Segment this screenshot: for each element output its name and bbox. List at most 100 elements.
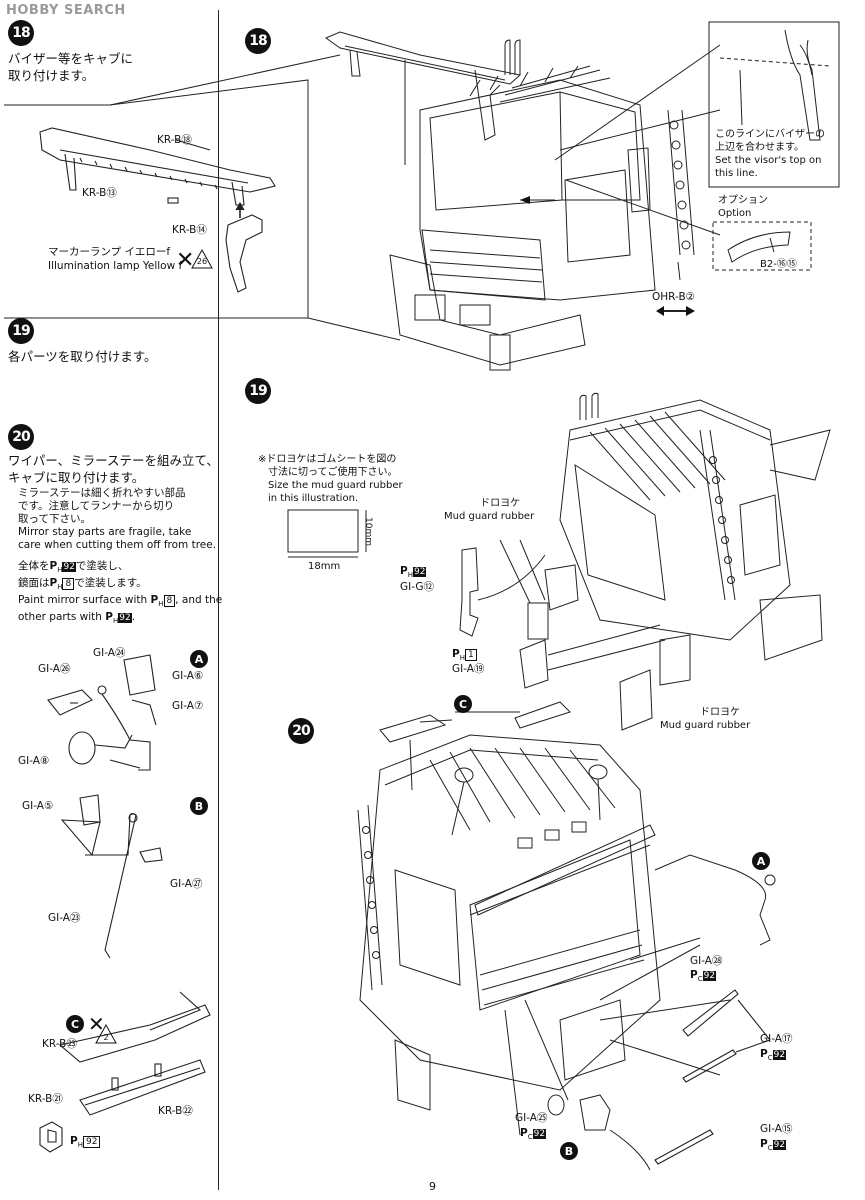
marker-count: 26 <box>196 257 208 266</box>
mud-label-top-en: Mud guard rubber <box>444 511 535 522</box>
step18-truck <box>324 31 721 371</box>
mud-guard-size-box <box>287 509 359 553</box>
visor-note: このラインにバイザーの 上辺を合わせます。 Set the visor's to… <box>715 128 825 180</box>
mud-note-jp1: ※ドロヨケはゴムシートを図の <box>258 454 397 465</box>
visor-note-en2: this line. <box>715 168 758 179</box>
label-gia19: GI-A⑲ <box>452 663 485 675</box>
mud-label-bottom: ドロヨケ Mud guard rubber <box>660 706 750 732</box>
wiper-parts <box>654 989 771 1165</box>
visor-krb18 <box>39 127 276 206</box>
callout-a-left: A <box>190 650 208 668</box>
paint-gia28: PC92 <box>690 969 717 984</box>
cross-icon: ✕ <box>176 248 195 273</box>
paint-line4: other parts with PH92. <box>18 611 136 626</box>
visor-note-jp1: このラインにバイザーの <box>715 129 825 140</box>
warn-en2: care when cutting them off from tree. <box>18 539 217 551</box>
x2-count: 2 <box>103 1033 109 1042</box>
step20-cab <box>357 701 776 1136</box>
step-18-line1: バイザー等をキャブに <box>8 51 134 66</box>
marker-lamp-jp: マーカーランプ イエローf <box>48 246 171 258</box>
label-gia25: GI-A㉕ <box>515 1112 548 1124</box>
dim-width: 18mm <box>308 561 341 572</box>
marker-lamp-en: Illumination lamp Yellow f <box>48 260 183 272</box>
option-box <box>712 221 812 271</box>
label-gia6: GI-A⑥ <box>172 670 204 682</box>
step-18-badge: 18 <box>8 20 34 46</box>
part-gia19 <box>519 639 549 689</box>
option-part-label: B2-⑯⑮ <box>760 259 797 270</box>
option-label: オプション Option <box>718 194 768 220</box>
column-divider <box>218 10 219 1190</box>
callout-b-right: B <box>560 1142 578 1160</box>
watermark: HOBBY SEARCH <box>6 3 126 18</box>
label-krb18: KR-B⑱ <box>157 134 192 146</box>
mirror-assembly-a <box>47 654 157 771</box>
step-20-warning: ミラーステーは細く折れやすい部品 です。注意してランナーから切り 取って下さい。… <box>18 487 216 552</box>
callout-a-right: A <box>752 852 770 870</box>
label-gia7: GI-A⑦ <box>172 700 204 712</box>
label-krb22: KR-B㉒ <box>158 1105 193 1117</box>
part-krb14 <box>225 201 263 293</box>
cross-icon-c: ✕ <box>88 1012 105 1036</box>
step-20-instruction: ワイパー、ミラーステーを組み立て、 キャブに取り付けます。 <box>8 452 219 486</box>
mud-note-en2: in this illustration. <box>268 493 359 504</box>
warn-jp2: です。注意してランナーから切り <box>18 500 175 512</box>
mud-note-en1: Size the mud guard rubber <box>268 480 403 491</box>
step-20-right-badge: 20 <box>288 718 314 744</box>
visor-note-en1: Set the visor's top on <box>715 155 822 166</box>
label-gia8: GI-A⑧ <box>18 755 50 767</box>
warn-jp3: 取って下さい。 <box>18 513 91 525</box>
mud-note-jp2: 寸法に切ってご使用下さい。 <box>268 467 398 478</box>
warn-en1: Mirror stay parts are fragile, take <box>18 526 192 538</box>
option-en: Option <box>718 208 752 219</box>
visor-note-jp2: 上辺を合わせます。 <box>715 142 804 153</box>
step-19-instruction: 各パーツを取り付けます。 <box>8 349 157 364</box>
callout-c-right: C <box>454 695 472 713</box>
dim-height: 10mm <box>363 517 373 546</box>
mud-label-bottom-en: Mud guard rubber <box>660 720 751 731</box>
part-gia25 <box>547 1094 565 1116</box>
roof-light-assembly-c <box>39 991 211 1153</box>
label-gia23: GI-A㉓ <box>48 912 81 924</box>
step18-part-box <box>4 54 401 341</box>
label-gig12: GI-G⑫ <box>400 581 435 593</box>
page-number: 9 <box>429 1180 436 1193</box>
warn-jp1: ミラーステーは細く折れやすい部品 <box>18 487 186 499</box>
mud-label-top-jp: ドロヨケ <box>480 498 521 509</box>
label-krb21: KR-B㉑ <box>28 1093 63 1105</box>
label-gia17: GI-A⑰ <box>760 1033 793 1045</box>
mirror-b <box>579 1094 611 1131</box>
step-18-right-badge: 18 <box>245 28 271 54</box>
step19-cab <box>544 392 831 686</box>
label-gia26: GI-A㉖ <box>38 663 71 675</box>
mud-guard-sheet-1 <box>527 602 549 640</box>
mirror-assembly-b <box>60 794 163 959</box>
step-19-right-badge: 19 <box>245 378 271 404</box>
label-krb14: KR-B⑭ <box>172 224 207 236</box>
mud-guard-sheet-2 <box>619 669 653 731</box>
mud-label-bottom-jp: ドロヨケ <box>700 707 740 718</box>
step-20-badge: 20 <box>8 424 34 450</box>
callout-c-left: C <box>66 1015 84 1033</box>
paint-gia15: PC92 <box>760 1138 787 1153</box>
step-20-line1: ワイパー、ミラーステーを組み立て、 <box>8 453 219 468</box>
ohr-part-label: OHR-B② <box>652 291 696 303</box>
paint-line1: 全体をPH92で塗装し、 <box>18 560 129 575</box>
paint-gia25: PC92 <box>520 1127 547 1142</box>
label-gia27: GI-A㉗ <box>170 878 203 890</box>
callout-b-left: B <box>190 797 208 815</box>
step-18-instruction: バイザー等をキャブに 取り付けます。 <box>8 50 133 84</box>
paint-gia17: PC92 <box>760 1048 787 1063</box>
label-krb23: KR-B㉓ <box>42 1038 77 1050</box>
paint-ph92-gig: PH92 <box>400 565 427 580</box>
label-gia24: GI-A㉔ <box>93 647 126 659</box>
step-20-line2: キャブに取り付けます。 <box>8 470 145 485</box>
visor-callout-box <box>708 21 840 188</box>
label-gia5: GI-A⑤ <box>22 800 54 812</box>
mud-guard-note: ※ドロヨケはゴムシートを図の 寸法に切ってご使用下さい。 Size the mu… <box>258 453 403 505</box>
